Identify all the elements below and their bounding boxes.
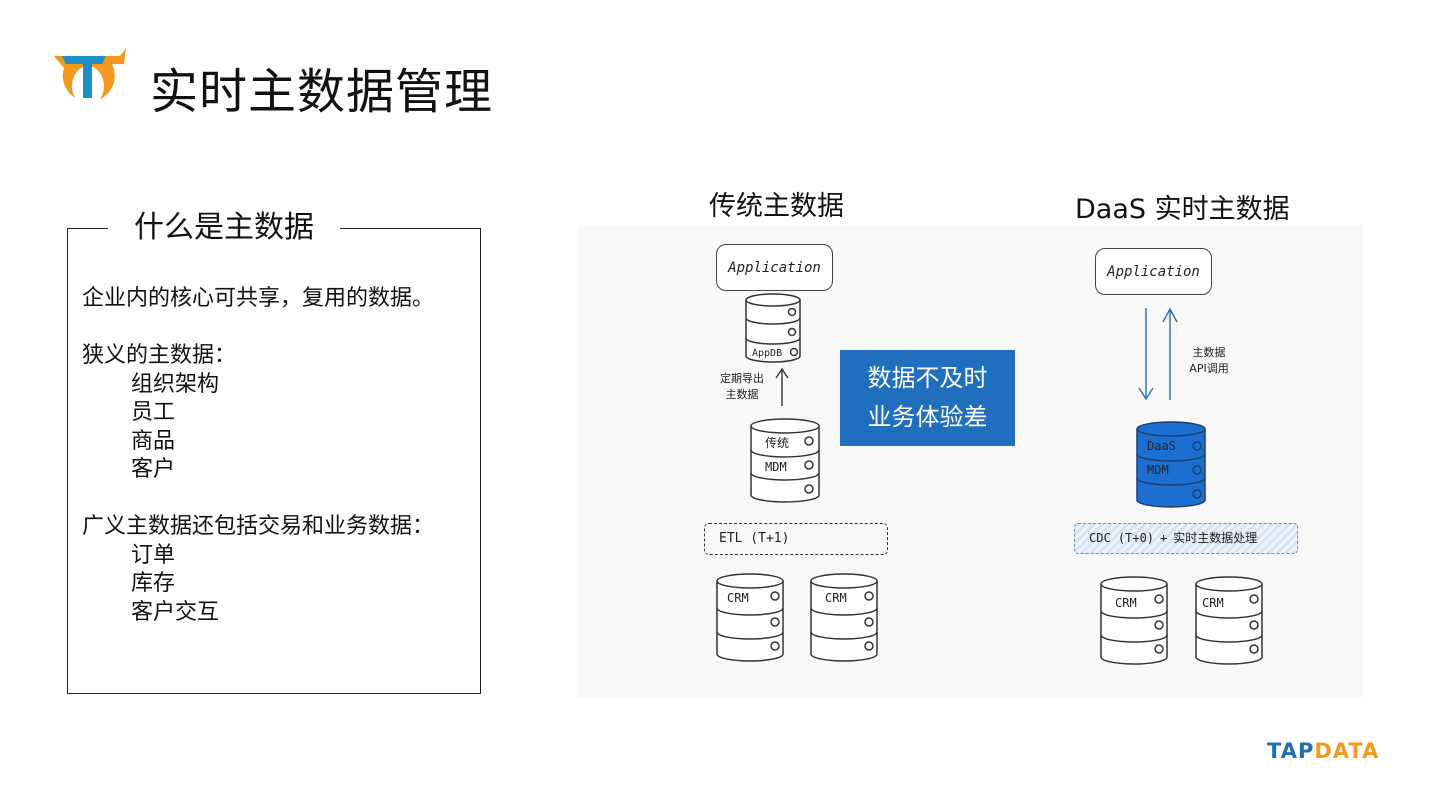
cdc-label: CDC (T+0) <box>1089 531 1155 545</box>
crm-database-icon: CRM <box>1195 576 1263 665</box>
crm-label: CRM <box>1115 596 1137 610</box>
crm-label: CRM <box>825 591 847 605</box>
narrow-item: 组织架构 <box>131 371 220 397</box>
problem-callout: 数据不及时 业务体验差 <box>840 350 1015 446</box>
etl-stage: ETL (T+1) <box>704 523 888 555</box>
company-logo-icon <box>54 48 126 106</box>
export-arrow-icon <box>775 367 789 406</box>
api-label-line1: 主数据 <box>1192 346 1226 359</box>
daas-application-box: Application <box>1095 248 1212 295</box>
definition-panel: 什么是主数据 企业内的核心可共享，复用的数据。 狭义的主数据： 组织架构 员工 … <box>67 203 481 694</box>
callout-line-2: 业务体验差 <box>867 403 988 431</box>
traditional-application-box: Application <box>716 244 833 291</box>
appdb-label: AppDB <box>752 348 782 359</box>
narrow-item: 商品 <box>131 428 176 454</box>
crm-label: CRM <box>727 591 749 605</box>
export-label-line1: 定期导出 <box>720 372 764 385</box>
crm-database-icon: CRM <box>1100 576 1168 665</box>
traditional-title: 传统主数据 <box>709 191 844 222</box>
definition-body: 企业内的核心可共享，复用的数据。 狭义的主数据： 组织架构 员工 商品 客户 广… <box>82 285 474 627</box>
narrow-item: 员工 <box>131 400 176 425</box>
cdc-separator: + <box>1160 531 1168 545</box>
export-label: 定期导出 主数据 <box>712 371 772 403</box>
cdc-extra: 实时主数据处理 <box>1173 531 1258 545</box>
appdb-database-icon: AppDB <box>745 293 801 363</box>
daas-title: DaaS 实时主数据 <box>1075 194 1290 225</box>
definition-intro: 企业内的核心可共享，复用的数据。 <box>82 286 435 311</box>
page-title: 实时主数据管理 <box>150 64 494 120</box>
crm-label: CRM <box>1202 596 1224 610</box>
brand-part-1: TAP <box>1267 739 1315 763</box>
traditional-mdm-database-icon: 传统 MDM <box>750 418 820 503</box>
api-label: 主数据 API调用 <box>1184 345 1234 377</box>
callout-line-1: 数据不及时 <box>867 364 988 392</box>
api-arrows-icon <box>1138 307 1178 401</box>
broad-item: 库存 <box>131 571 176 596</box>
narrow-item: 客户 <box>131 457 176 482</box>
crm-database-icon: CRM <box>810 573 878 662</box>
broad-item: 订单 <box>131 542 176 568</box>
brand-part-2: DATA <box>1314 739 1380 763</box>
narrow-definition-label: 狭义的主数据： <box>82 343 237 368</box>
export-label-line2: 主数据 <box>725 388 759 401</box>
daas-mdm-database-icon: DaaS MDM <box>1136 421 1206 508</box>
daas-db-label-2: MDM <box>1147 463 1169 477</box>
api-label-line2: API调用 <box>1189 362 1229 375</box>
crm-database-icon: CRM <box>716 573 784 662</box>
traditional-mdm-label-1: 传统 <box>765 435 789 450</box>
definition-heading: 什么是主数据 <box>108 203 340 253</box>
cdc-stage: CDC (T+0) + 实时主数据处理 <box>1074 523 1298 554</box>
daas-db-label-1: DaaS <box>1147 439 1176 453</box>
broad-definition-label: 广义主数据还包括交易和业务数据： <box>82 514 435 539</box>
broad-item: 客户交互 <box>131 599 220 625</box>
traditional-mdm-label-2: MDM <box>765 460 787 474</box>
brand-logo: TAPDATA <box>1267 739 1379 763</box>
